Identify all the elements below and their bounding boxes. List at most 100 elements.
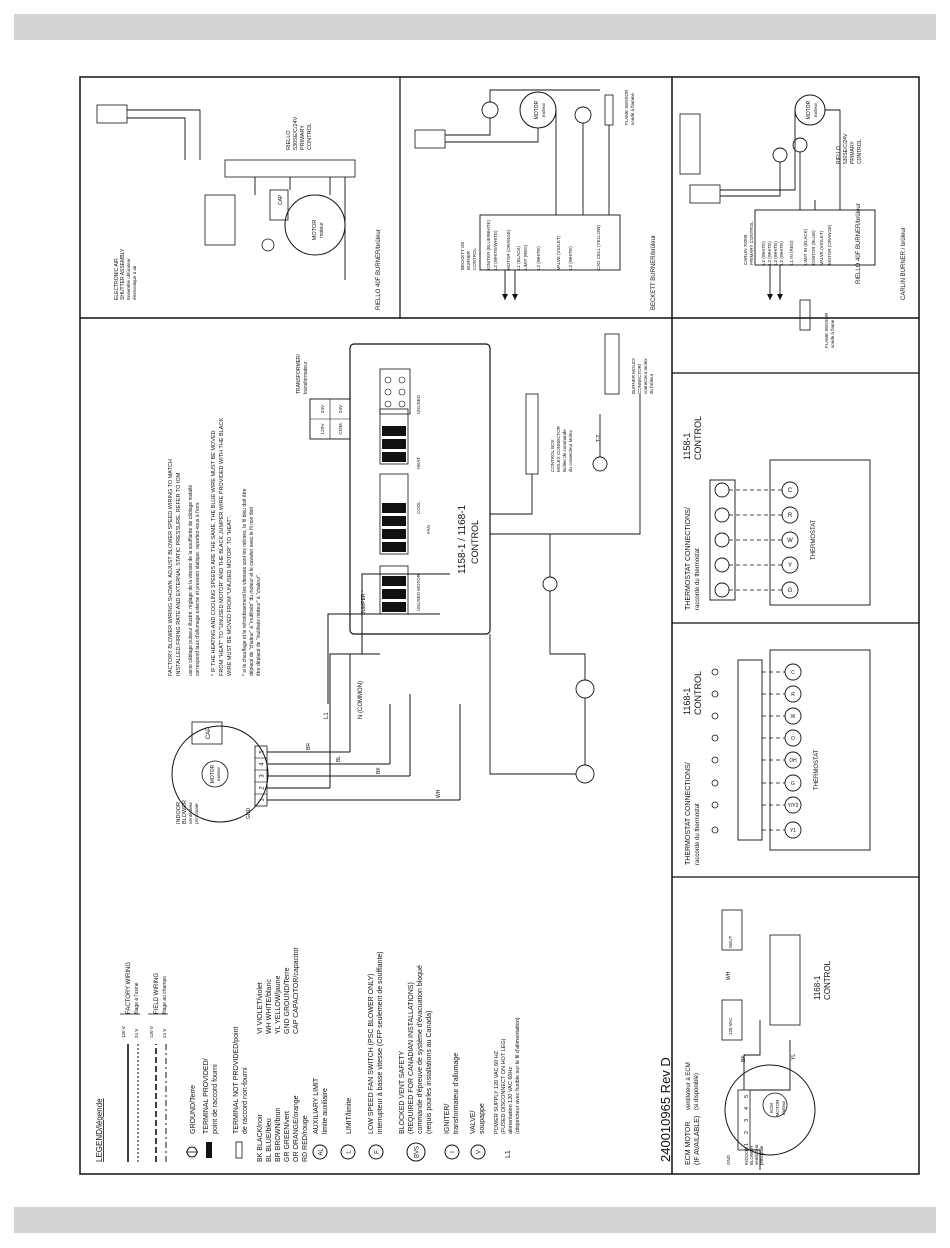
svg-text:filage à l'usine: filage à l'usine	[134, 982, 140, 1014]
svg-text:R: R	[788, 513, 793, 519]
svg-text:NEUT: NEUT	[728, 935, 733, 948]
svg-text:BK: BK	[376, 767, 382, 774]
svg-text:déplacé de "chaleur" à "inutil: déplacé de "chaleur" à "inutilisés" du m…	[249, 507, 255, 676]
svg-text:du brûleur: du brûleur	[649, 373, 654, 394]
svg-text:THERMOSTAT CONNECTIONS/: THERMOSTAT CONNECTIONS/	[685, 507, 692, 610]
blocked-vent-icon	[406, 1142, 426, 1162]
terminal-provided-icon	[206, 1142, 212, 1158]
fan-switch-icon	[368, 1144, 384, 1160]
burner-molex: BURNER MOLEX CONNECTOR/ connecteur molex…	[604, 333, 654, 395]
svg-text:BLOWER: BLOWER	[749, 1145, 754, 1165]
thermostat-1158-terminal-block	[709, 479, 736, 601]
svg-text:FLAME SENSOR: FLAME SENSOR	[624, 89, 629, 125]
svg-text:INSTALLED FIRING RATE AND EXTE: INSTALLED FIRING RATE AND EXTERNAL STATI…	[176, 472, 182, 676]
svg-text:L1: L1	[505, 1150, 512, 1158]
svg-text:LIMIT IN (BLACK): LIMIT IN (BLACK)	[803, 228, 808, 265]
svg-text:L2 (WHITE): L2 (WHITE)	[761, 241, 766, 265]
svg-text:L2 (WHITE): L2 (WHITE)	[767, 241, 772, 265]
svg-text:L2 (WHITE): L2 (WHITE)	[773, 241, 778, 265]
svg-text:(FUSED DISCONNECT ON HOT LEG): (FUSED DISCONNECT ON HOT LEG)	[501, 1038, 507, 1134]
svg-text:CONTROL: CONTROL	[823, 960, 832, 1000]
svg-text:interrupteur à basse vitesse (: interrupteur à basse vitesse (CFP seulem…	[377, 951, 384, 1134]
legend-symbols: AL AUXILIARY LIMIT limite auxiliaire L L…	[312, 951, 521, 1162]
legend-color-codes: BK BLACK/noir BL BLUE/bleu BR BROWN/brun…	[257, 947, 309, 1162]
main-note: FACTORY BLOWER WIRING SHOWN. ADJUST BLOW…	[168, 418, 262, 676]
beckett-control	[479, 214, 621, 271]
limit-icon	[340, 1144, 356, 1160]
ecm-neut-block	[721, 909, 743, 951]
svg-text:CONTROL: CONTROL	[693, 671, 703, 715]
svg-text:Boîtier de commande: Boîtier de commande	[562, 429, 567, 472]
footer-band	[14, 1207, 936, 1233]
l1-label: L1	[324, 712, 330, 719]
svg-text:I: I	[451, 1151, 457, 1153]
svg-text:G: G	[788, 588, 793, 594]
svg-text:4: 4	[260, 762, 266, 766]
document-number: 240010965 Rev D	[658, 1057, 673, 1162]
svg-text:BK: BK	[741, 1055, 747, 1062]
svg-text:Y/Y2: Y/Y2	[788, 803, 799, 809]
svg-text:FAN: FAN	[426, 525, 431, 534]
svg-text:raccorde du thermostat: raccorde du thermostat	[695, 803, 701, 865]
svg-text:OR ORANGE/orange: OR ORANGE/orange	[293, 1095, 300, 1162]
svg-text:(disjoncteur avec fusible sur: (disjoncteur avec fusible sur le fil d'a…	[515, 1017, 521, 1134]
svg-text:1: 1	[260, 798, 266, 802]
beckett-molex	[414, 129, 446, 149]
svg-text:LIMIT (RED): LIMIT (RED)	[523, 244, 528, 270]
svg-text:Y1: Y1	[790, 828, 796, 834]
igniter-icon	[444, 1144, 460, 1160]
beckett-flame-sensor	[604, 94, 614, 126]
svg-text:moteur: moteur	[319, 222, 325, 238]
thermostat-1168-body	[769, 649, 871, 851]
svg-text:MOTOR (ORANGE): MOTOR (ORANGE)	[506, 229, 511, 270]
blocked-vent-switch	[575, 764, 595, 784]
svg-text:L2 (WHITE): L2 (WHITE)	[779, 241, 784, 265]
svg-text:L: L	[347, 1150, 353, 1154]
svg-text:MOTOR: MOTOR	[534, 100, 540, 119]
svg-text:AL: AL	[319, 1148, 325, 1156]
svg-text:(requis pourles installations: (requis pourles installations au Canada)	[426, 1011, 433, 1134]
svg-text:ventilateur: ventilateur	[754, 1144, 759, 1165]
svg-text:G: G	[791, 781, 795, 787]
riello-valve-icon	[261, 238, 275, 252]
svg-text:530SE/C/24V: 530SE/C/24V	[293, 116, 299, 150]
legend-title: LEGEND/légende	[95, 1098, 104, 1162]
svg-text:IGNITER/: IGNITER/	[444, 1104, 451, 1134]
svg-text:F: F	[375, 1150, 381, 1154]
svg-text:BLOCKED VENT SAFETY: BLOCKED VENT SAFETY	[399, 1051, 406, 1134]
svg-text:24V: 24V	[320, 404, 326, 413]
svg-text:PRIMARY: PRIMARY	[850, 141, 856, 164]
terminal-not-provided-icon	[235, 1141, 243, 1159]
svg-text:moteur: moteur	[216, 767, 221, 782]
svg-text:CONTROL: CONTROL	[857, 139, 863, 164]
svg-text:3: 3	[744, 1119, 750, 1122]
svg-text:T-T: T-T	[596, 435, 602, 443]
svg-text:BLOWER: BLOWER	[182, 800, 188, 824]
svg-text:RIELLO: RIELLO	[286, 130, 292, 150]
svg-text:FACTORY BLOWER WIRING SHOWN. A: FACTORY BLOWER WIRING SHOWN. ADJUST BLOW…	[168, 459, 174, 676]
svg-text:moteur: moteur	[813, 103, 818, 118]
thermostat-1168-panel: THERMOSTAT CONNECTIONS/ raccorde du ther…	[682, 649, 871, 865]
shutter-assembly	[204, 194, 236, 246]
svg-text:W: W	[787, 538, 793, 544]
svg-text:L2 (WHITE): L2 (WHITE)	[568, 246, 573, 270]
svg-text:usine câblage pulseur illustré: usine câblage pulseur illustré. réglage …	[188, 485, 194, 676]
beckett-valve-icon	[574, 106, 592, 124]
svg-text:120 V: 120 V	[149, 1026, 154, 1038]
svg-text:UNUSED MOTOR: UNUSED MOTOR	[416, 573, 421, 611]
indoor-blower-motor	[171, 725, 269, 823]
svg-text:correspond taux d'allumage ext: correspond taux d'allumage externe et pr…	[195, 501, 201, 676]
carlin-molex	[689, 184, 721, 204]
svg-text:L1 IN (RED): L1 IN (RED)	[789, 240, 794, 265]
svg-text:JUMPER *: JUMPER *	[361, 590, 367, 614]
svg-text:DH: DH	[789, 758, 797, 764]
svg-text:INDOOR: INDOOR	[744, 1146, 749, 1165]
svg-text:BL BLUE/bleu: BL BLUE/bleu	[266, 1118, 273, 1162]
svg-text:IGNITER (BLUE/WHITE): IGNITER (BLUE/WHITE)	[486, 219, 491, 270]
svg-text:THERMOSTAT: THERMOSTAT	[814, 749, 820, 790]
svg-text:ELECTRONIC AIR: ELECTRONIC AIR	[114, 258, 120, 300]
svg-text:FLAME SENSOR: FLAME SENSOR	[824, 312, 829, 348]
svg-text:120 V: 120 V	[121, 1026, 126, 1038]
svg-text:de raccord non-fourni: de raccord non-fourni	[242, 1067, 249, 1134]
svg-text:LIMIT/limite: LIMIT/limite	[346, 1098, 353, 1134]
